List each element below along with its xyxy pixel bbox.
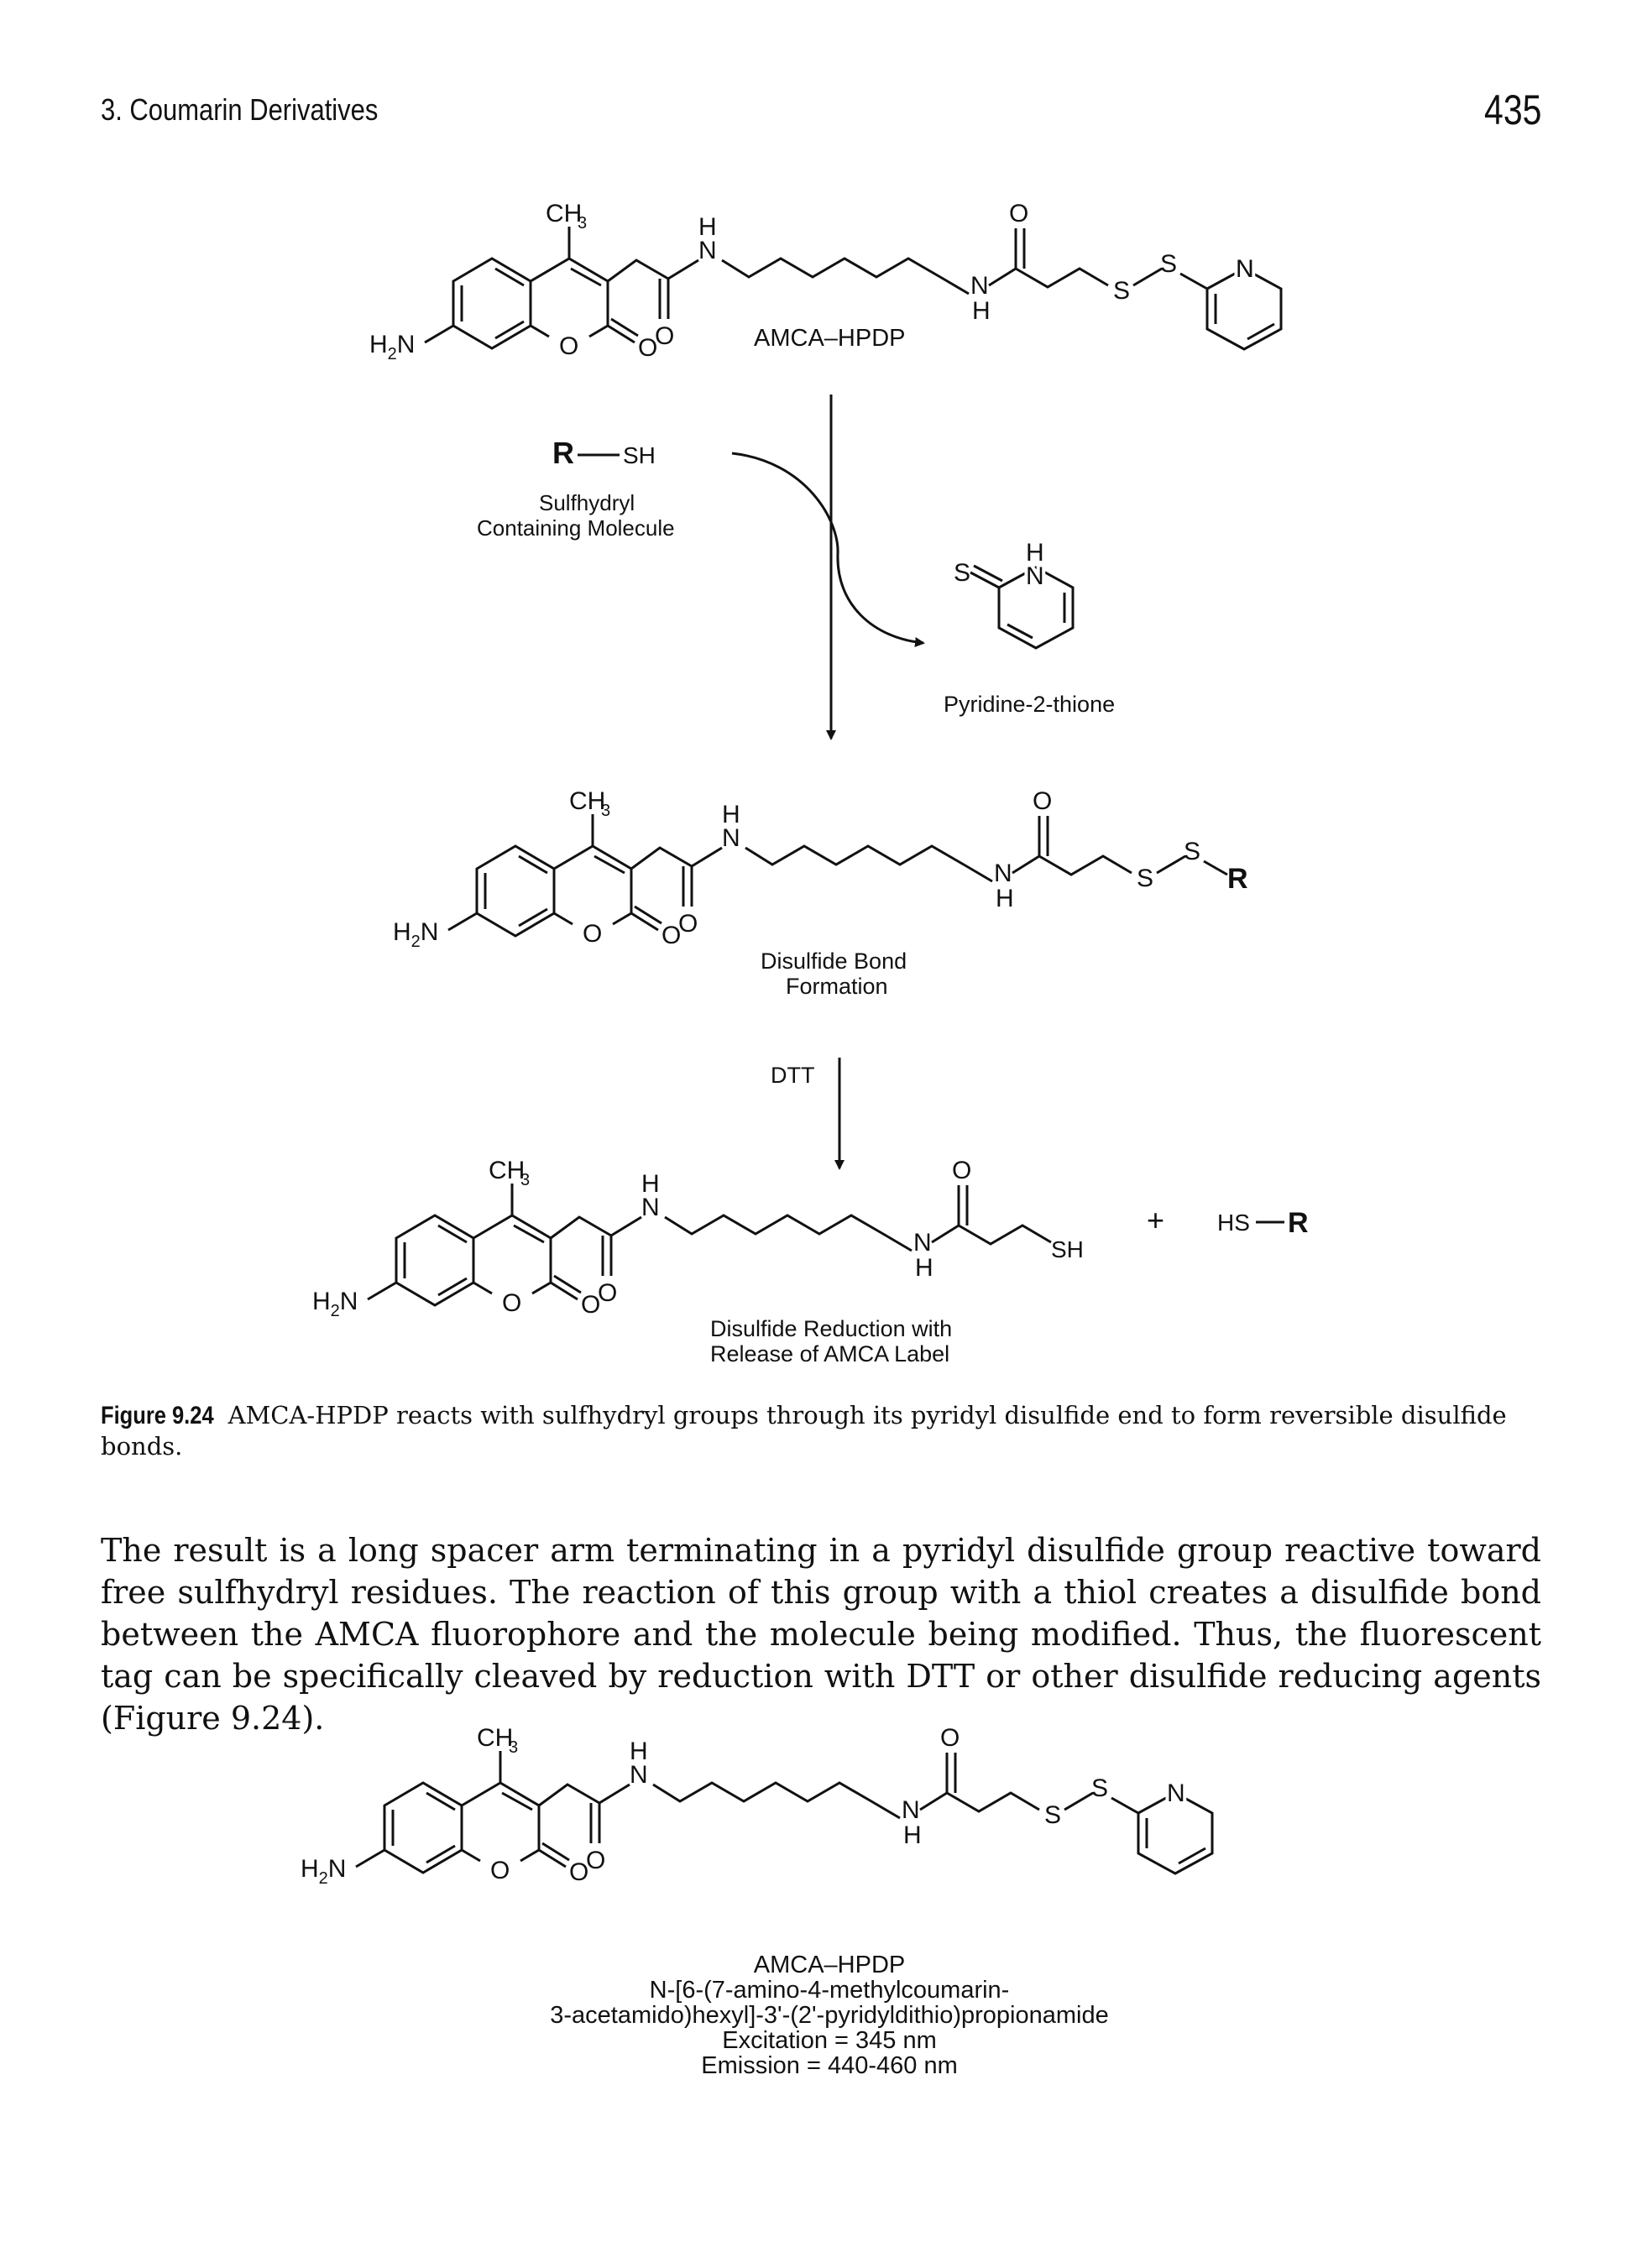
svg-text:S: S [954,559,970,587]
svg-text:S: S [1091,1774,1108,1802]
svg-text:Formation: Formation [786,974,888,999]
reduction-label-line1: Disulfide Reduction with [710,1316,952,1341]
svg-text:SH: SH [623,442,656,468]
figure-caption: Figure 9.24 AMCA-HPDP reacts with sulfhy… [101,1400,1541,1462]
bottom-structure-description: AMCA–HPDP N-[6-(7-amino-4-methylcoumarin… [550,1952,1108,2079]
svg-text:S: S [1113,277,1130,305]
disulfide-product-structure: S S R [391,786,1248,953]
svg-text:Excitation = 345 nm: Excitation = 345 nm [722,2027,937,2054]
svg-text:S: S [1160,250,1177,278]
svg-text:R: R [1288,1207,1309,1239]
top-structure-label: AMCA–HPDP [754,325,906,352]
svg-text:S: S [1184,838,1200,865]
hs-r-product: HS R [1217,1207,1309,1239]
reduced-product-structure: SH [311,1155,1084,1322]
figure-label: Figure 9.24 [101,1402,214,1429]
svg-text:N: N [1236,255,1254,283]
svg-text:Emission = 440-460 nm: Emission = 440-460 nm [701,2052,957,2079]
running-header-section: 3. Coumarin Derivatives [101,92,379,127]
svg-text:N: N [1236,255,1254,283]
svg-text:R: R [552,436,574,470]
curved-arrow [731,452,925,647]
svg-text:H: H [1026,539,1044,567]
disulfide-bond-label: Disulfide Bond [761,948,907,974]
pyridine-2-thione-label: Pyridine-2-thione [944,692,1115,717]
amca-hpdp-top-structure: S S N N [368,198,1283,365]
svg-text:3-acetamido)hexyl]-3'-(2'-pyri: 3-acetamido)hexyl]-3'-(2'-pyridyldithio)… [550,2002,1108,2029]
plus-sign: + [1147,1203,1164,1237]
svg-text:SH: SH [1051,1236,1084,1262]
page-number: 435 [1483,86,1541,133]
body-paragraph: The result is a long spacer arm terminat… [101,1532,1541,1737]
dtt-label: DTT [771,1063,814,1088]
svg-text:S: S [1044,1801,1061,1829]
svg-text:N: N [1026,562,1044,590]
svg-text:N: N [1167,1779,1185,1807]
reagent-r-sh: R SH Sulfhydryl Containing Molecule [477,436,675,541]
svg-text:N-[6-(7-amino-4-methylcoumarin: N-[6-(7-amino-4-methylcoumarin- [650,1977,1010,2004]
svg-text:AMCA–HPDP: AMCA–HPDP [754,1952,906,1978]
figure-caption-text: AMCA-HPDP reacts with sulfhydryl groups … [101,1401,1507,1461]
pyridine-2-thione-structure: S N H Pyridine-2-thione [944,539,1115,717]
svg-text:Sulfhydryl: Sulfhydryl [539,490,635,515]
svg-text:Containing Molecule: Containing Molecule [477,515,675,541]
svg-text:R: R [1227,863,1248,895]
svg-text:HS: HS [1217,1210,1250,1236]
svg-text:S: S [1137,865,1153,892]
amca-hpdp-bottom-structure: S S N [299,1722,1214,1889]
reduction-label-line2: Release of AMCA Label [710,1341,949,1367]
